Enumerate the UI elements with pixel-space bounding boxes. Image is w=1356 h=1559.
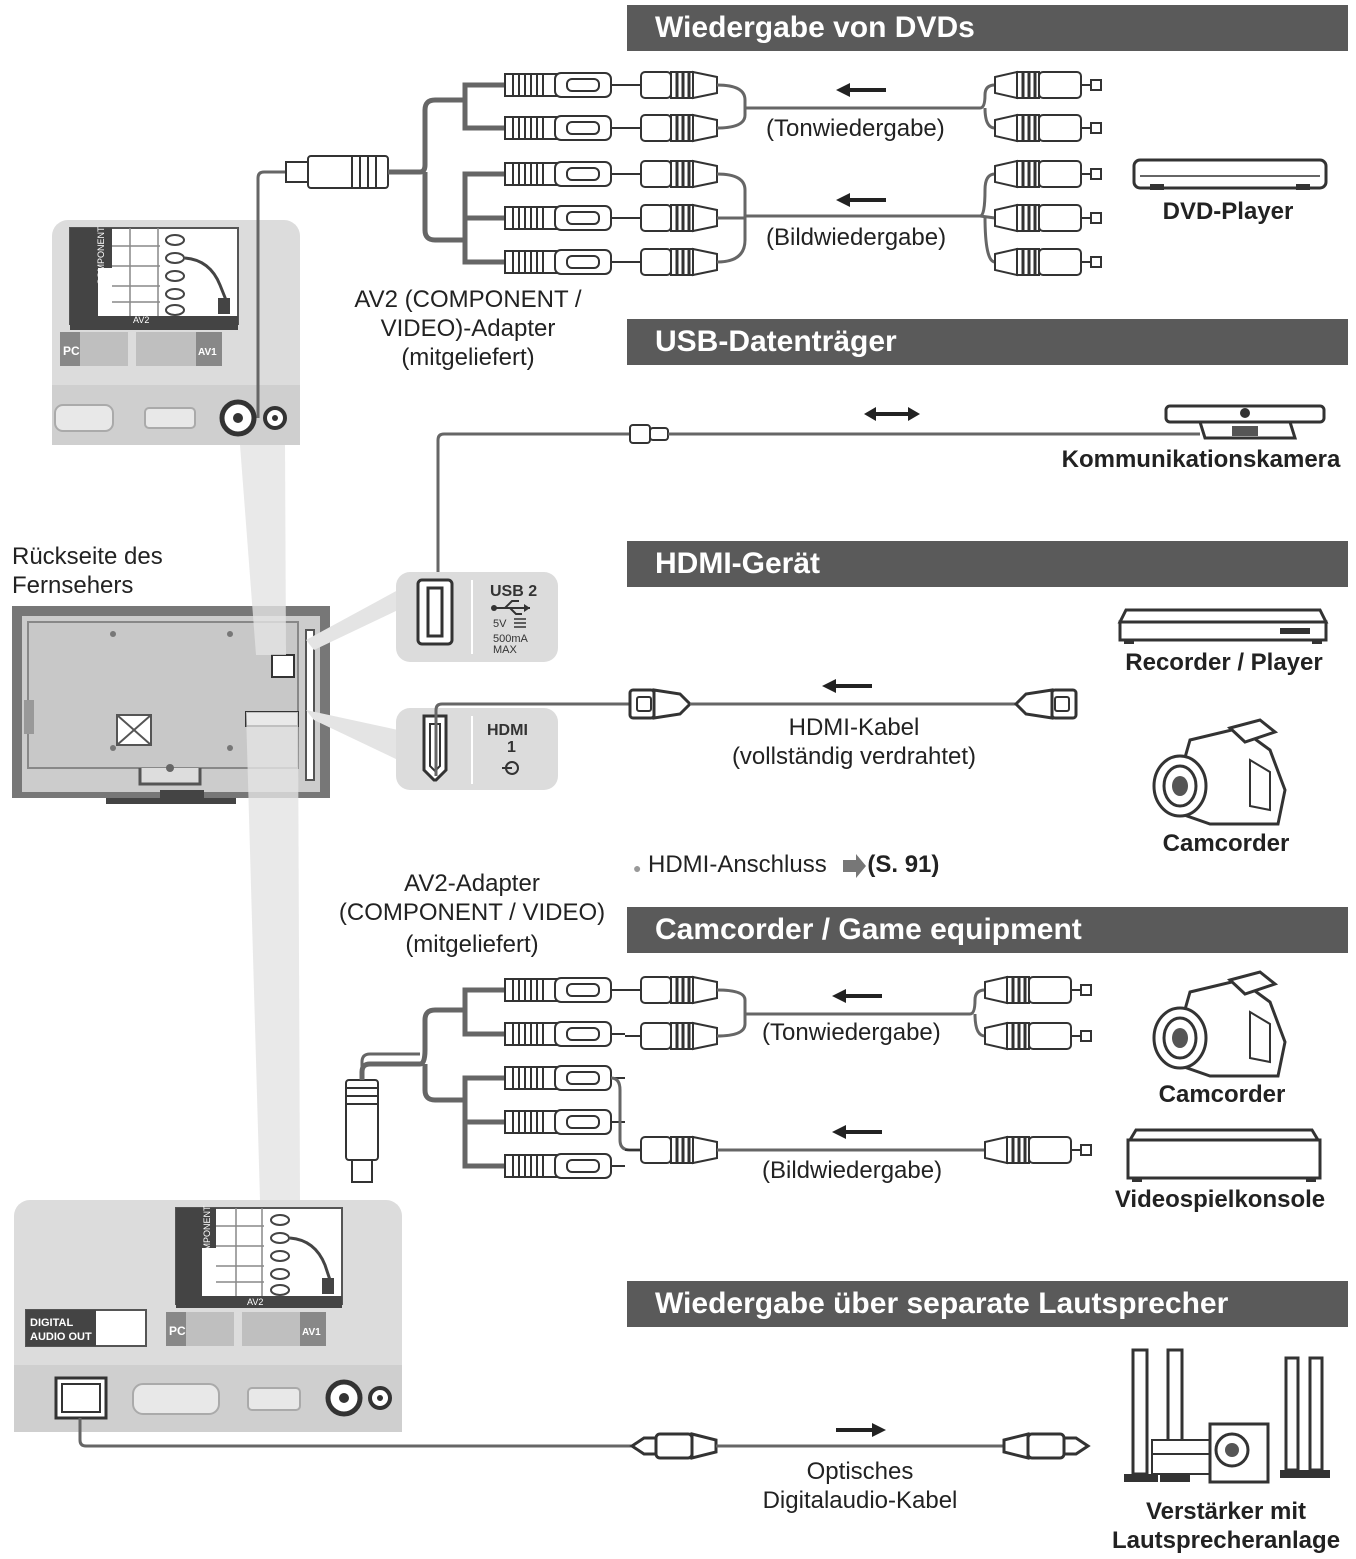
note-page-ref[interactable]: (S. 91) xyxy=(867,851,940,878)
hdmi-port-number: 1 xyxy=(507,739,516,756)
usb-power-5v: 5V xyxy=(493,618,507,630)
game-console-icon xyxy=(1126,1128,1322,1182)
communication-camera-icon xyxy=(1164,404,1326,440)
device-dvd-player: DVD-Player xyxy=(1162,198,1294,225)
usb-plug xyxy=(629,424,669,444)
av2-label-top: AV2 xyxy=(133,315,149,325)
usb-power-ma: 500mA xyxy=(493,633,529,645)
device-camcorder-2: Camcorder xyxy=(1158,1081,1286,1108)
device-communication-camera: Kommunikationskamera xyxy=(1061,446,1341,473)
section-header-camcorder-game: Camcorder / Game equipment xyxy=(627,907,1348,953)
arrow-bidirectional xyxy=(864,407,920,421)
section-header-usb: USB-Datenträger xyxy=(627,319,1348,365)
amplifier-speakers-icon xyxy=(1124,1348,1330,1484)
arrow-optical xyxy=(834,1421,888,1439)
label-tv-rear-2: Fernsehers xyxy=(12,572,134,599)
digital-audio-label-2: AUDIO OUT xyxy=(30,1331,92,1343)
label-av2-adapter-bottom-1: AV2-Adapter xyxy=(404,870,540,897)
recorder-player-icon xyxy=(1117,608,1329,644)
av2-label-bottom: AV2 xyxy=(247,1297,263,1307)
arrow-video-2 xyxy=(830,1123,884,1141)
av1-label-top: AV1 xyxy=(198,347,217,358)
component-label-bottom: COMPONENT xyxy=(202,1205,212,1264)
av2-adapter-plug-bottom xyxy=(345,1079,379,1183)
camcorder-icon-2 xyxy=(1152,970,1287,1078)
arrow-hdmi xyxy=(820,677,874,695)
av2-panel-top xyxy=(52,220,300,445)
label-av2-adapter-top-1: AV2 (COMPONENT / xyxy=(354,286,582,313)
section-header-hdmi: HDMI-Gerät xyxy=(627,541,1348,587)
section-header-dvd: Wiedergabe von DVDs xyxy=(627,5,1348,51)
usb-power-max: MAX xyxy=(493,644,518,656)
device-amplifier-2: Lautsprecheranlage xyxy=(1111,1527,1341,1554)
component-label: COMPONENT xyxy=(96,226,106,285)
note-text: HDMI-Anschluss xyxy=(648,851,827,878)
section-header-speakers: Wiedergabe über separate Lautsprecher xyxy=(627,1281,1348,1327)
hdmi-connection-note: HDMI-Anschluss (S. 91) xyxy=(648,851,939,879)
label-optical-cable-2: Digitalaudio-Kabel xyxy=(762,1487,958,1514)
digital-audio-label-1: DIGITAL xyxy=(30,1317,73,1329)
pc-label-bottom: PC xyxy=(169,1324,186,1338)
note-arrow-icon xyxy=(843,854,866,878)
label-video-playback-2: (Bildwiedergabe) xyxy=(762,1157,943,1184)
device-amplifier-1: Verstärker mit xyxy=(1145,1498,1307,1525)
arrow-audio-1 xyxy=(834,81,888,99)
label-av2-adapter-top-3: (mitgeliefert) xyxy=(401,344,535,371)
label-audio-playback-2: (Tonwiedergabe) xyxy=(762,1019,941,1046)
usb-icon xyxy=(491,600,530,615)
optical-plug-right xyxy=(1002,1432,1091,1460)
hdmi-plug-left xyxy=(628,688,693,720)
arrow-audio-2 xyxy=(830,987,884,1005)
label-hdmi-cable-1: HDMI-Kabel xyxy=(788,714,920,741)
hdmi-port-label: HDMI xyxy=(487,722,528,739)
hdmi-plug-right xyxy=(1013,688,1078,720)
label-video-playback-1: (Bildwiedergabe) xyxy=(766,224,947,251)
note-bullet: ● xyxy=(633,860,641,876)
label-tv-rear-1: Rückseite des xyxy=(12,543,163,570)
label-audio-playback-1: (Tonwiedergabe) xyxy=(766,115,945,142)
label-av2-adapter-bottom-2: (COMPONENT / VIDEO) xyxy=(338,899,606,926)
label-av2-adapter-bottom-3: (mitgeliefert) xyxy=(405,931,539,958)
hdmi-port-panel xyxy=(396,708,558,790)
label-hdmi-cable-2: (vollständig verdrahtet) xyxy=(731,743,977,770)
device-game-console: Videospielkonsole xyxy=(1114,1186,1326,1213)
camcorder-icon-1 xyxy=(1152,718,1287,826)
pc-label-top: PC xyxy=(63,344,80,358)
label-optical-cable-1: Optisches xyxy=(806,1458,914,1485)
dvd-player-icon xyxy=(1132,158,1328,190)
label-av2-adapter-top-2: VIDEO)-Adapter xyxy=(380,315,556,342)
usb-port-panel xyxy=(396,572,558,662)
av2-adapter-plug-top xyxy=(285,155,389,189)
optical-plug-left xyxy=(629,1432,718,1460)
device-camcorder-1: Camcorder xyxy=(1162,830,1290,857)
device-recorder-player: Recorder / Player xyxy=(1125,649,1323,676)
av1-label-bottom: AV1 xyxy=(302,1327,321,1338)
usb-port-label: USB 2 xyxy=(490,583,537,600)
arrow-video-1 xyxy=(834,191,888,209)
